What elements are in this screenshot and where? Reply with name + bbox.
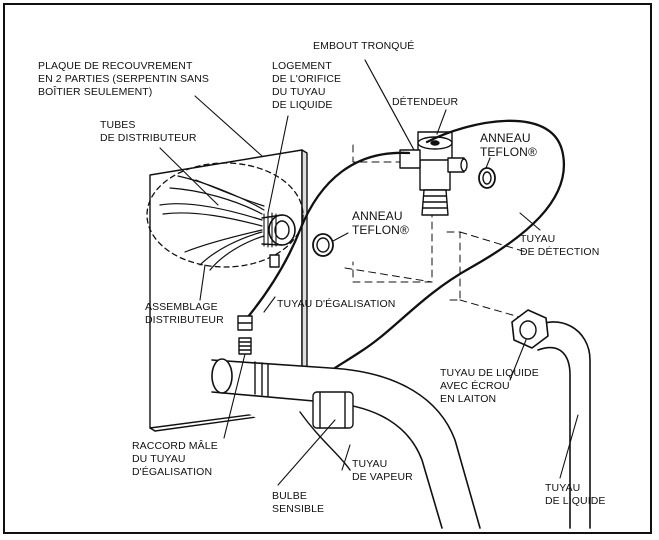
male-fitting [238,337,252,355]
label-teflon-ring-center: ANNEAU TEFLON® [352,209,409,237]
alignment-dashes [344,144,527,319]
equalizer-tube [245,151,411,320]
label-liquid-pipe-nut: TUYAU DE LIQUIDE AVEC ÉCROU EN LAITON [440,367,539,405]
label-distributor-assembly: ASSEMBLAGE DISTRIBUTEUR [145,301,224,326]
expansion-valve [399,131,468,216]
leader-lines [159,95,579,486]
label-male-fitting: RACCORD MÂLE DU TUYAU D'ÉGALISATION [132,440,218,478]
label-liquid-pipe: TUYAU DE LIQUIDE [545,482,606,507]
vapor-pipe [211,358,481,529]
label-sensing-tube: TUYAU DE DÉTECTION [520,233,600,258]
label-sensing-bulb: BULBE SENSIBLE [272,490,325,515]
distributor-highlight-ellipse [146,162,304,268]
distributor-tubes [159,175,265,271]
teflon-ring-center [312,233,334,257]
teflon-ring-right [478,167,496,189]
label-cover-plate: PLAQUE DE RECOUVREMENT EN 2 PARTIES (SER… [38,60,210,98]
label-vapor-pipe: TUYAU DE VAPEUR [352,458,413,483]
diagram-frame [3,3,652,534]
label-orifice-housing: LOGEMENT DE L'ORIFICE DU TUYAU DE LIQUID… [272,60,342,111]
sensing-bulb [299,391,354,471]
equalizer-nut [237,315,253,331]
label-expansion-valve: DÉTENDEUR [392,96,459,108]
orifice-housing [261,212,296,268]
label-truncated-end: EMBOUT TRONQUÉ [313,40,415,52]
label-distributor-tubes: TUBES DE DISTRIBUTEUR [100,119,197,144]
sensing-tube [307,119,565,407]
label-equalizer-tube: TUYAU D'ÉGALISATION [277,298,396,310]
embout-pointer-line [364,59,415,151]
liquid-pipe [511,309,591,529]
label-teflon-ring-right: ANNEAU TEFLON® [480,131,537,159]
